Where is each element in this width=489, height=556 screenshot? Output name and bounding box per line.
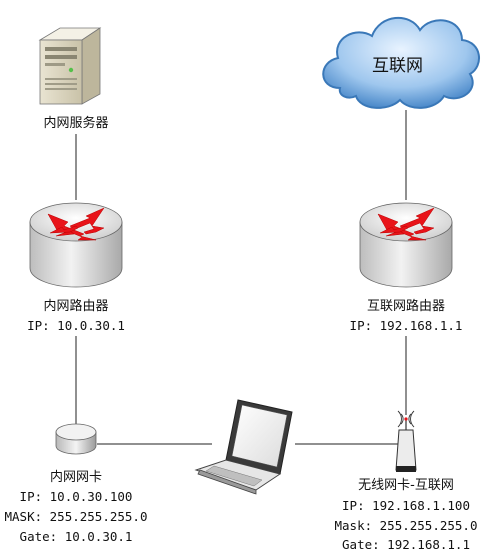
lan-nic-icon (55, 423, 97, 455)
laptop-icon (194, 399, 293, 495)
lan-router-label: 内网路由器 (43, 299, 109, 314)
wan-router-icon (359, 202, 453, 288)
lan-nic-gate: Gate: 10.0.30.1 (19, 529, 133, 544)
server-icon (38, 27, 102, 105)
server-label: 内网服务器 (43, 116, 109, 131)
wifi-nic-mask: Mask: 255.255.255.0 (334, 518, 478, 533)
internet-cloud-icon (322, 16, 480, 109)
internet-label: 互联网 (372, 56, 423, 76)
wifi-nic-ip: IP: 192.168.1.100 (342, 498, 470, 513)
lan-nic-label: 内网网卡 (49, 470, 103, 485)
lan-router-icon (29, 202, 123, 288)
wifi-nic-label: 无线网卡-互联网 (358, 478, 454, 493)
lan-router-ip: IP: 10.0.30.1 (27, 318, 125, 333)
connections (75, 110, 407, 445)
wan-router-ip: IP: 192.168.1.1 (349, 318, 463, 333)
wan-router-label: 互联网路由器 (366, 299, 446, 314)
wireless-nic-icon (395, 410, 417, 472)
lan-nic-ip: IP: 10.0.30.100 (19, 489, 133, 504)
wifi-nic-gate: Gate: 192.168.1.1 (342, 537, 470, 552)
lan-nic-mask: MASK: 255.255.255.0 (4, 509, 148, 524)
